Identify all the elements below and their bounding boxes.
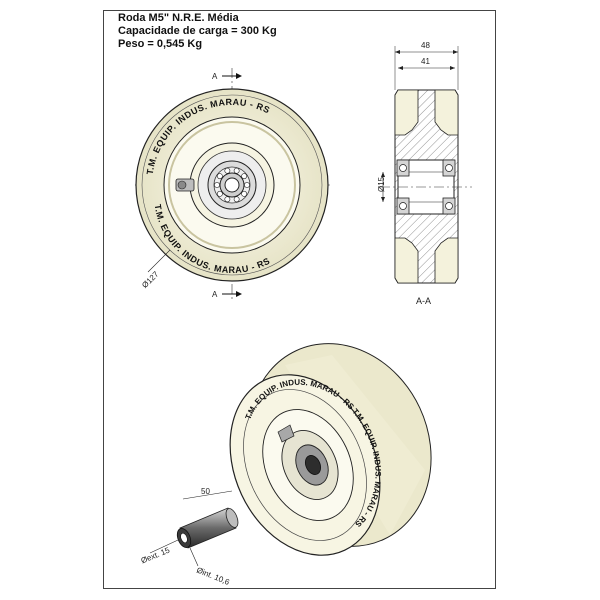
section-tire-top-right [434, 89, 459, 136]
front-tire-edge [141, 94, 323, 276]
title-line-weight: Peso = 0,545 Kg [118, 38, 203, 50]
bearing-ball [216, 190, 223, 197]
axle-bore [180, 532, 188, 544]
dim-label-48: 48 [421, 41, 430, 50]
bearing-ball [233, 167, 240, 174]
front-bearing-balls [214, 167, 250, 203]
axle-length-label: 50 [201, 487, 210, 496]
iso-bore [304, 455, 322, 475]
bearing-ball [224, 196, 231, 203]
iso-view: T.M. EQUIP. INDUS. MARAU - RS T.M. EQUIP… [229, 343, 432, 556]
axle-far-end [225, 508, 239, 528]
front-tire-inner-band [168, 121, 296, 249]
bearing-ball [244, 182, 250, 188]
bearing-ball [241, 190, 248, 197]
front-bore [224, 177, 240, 193]
axle-length-dim [182, 490, 233, 500]
title-line-model: Roda M5" N.R.E. Média [118, 12, 239, 24]
section-tire-bottom-right [434, 237, 459, 284]
grease-nipple-head [177, 180, 187, 190]
diameter-leader [147, 249, 171, 273]
axle-ext-label: Øext. 15 [140, 545, 172, 565]
section-mark-bottom: A [212, 290, 218, 299]
dim-label-41: 41 [421, 57, 430, 66]
title-block: Roda M5" N.R.E. Média Capacidade de carg… [118, 12, 277, 51]
section-arrowhead-bottom [236, 291, 242, 297]
front-view: A A T.M. EQUIP. INDUS. MARAU - RS T.M. E… [135, 68, 330, 300]
title-line-capacity: Capacidade de carga = 300 Kg [118, 25, 277, 37]
axle-view: 50 Øext. 15 Øint. 10,6 [140, 487, 239, 588]
bearing-ball [216, 173, 223, 180]
section-tire-bottom-left [394, 237, 419, 284]
bearing-ball [224, 167, 231, 174]
section-caption: A-A [416, 296, 431, 306]
axle-int-label: Øint. 10,6 [195, 566, 231, 588]
section-tire-top-left [394, 89, 419, 136]
bearing-ball [233, 196, 240, 203]
section-mark-top: A [212, 72, 218, 81]
bearing-ball [241, 173, 248, 180]
bore-label: Ø15 [377, 176, 386, 192]
iso-tire-ring [243, 389, 367, 541]
diameter-label: Ø127 [140, 269, 161, 290]
section-view: 48 41 Ø15 A-A [377, 41, 472, 306]
bearing-ball [214, 182, 220, 188]
section-arrowhead-top [236, 73, 242, 79]
iso-grease-nipple [277, 424, 295, 443]
